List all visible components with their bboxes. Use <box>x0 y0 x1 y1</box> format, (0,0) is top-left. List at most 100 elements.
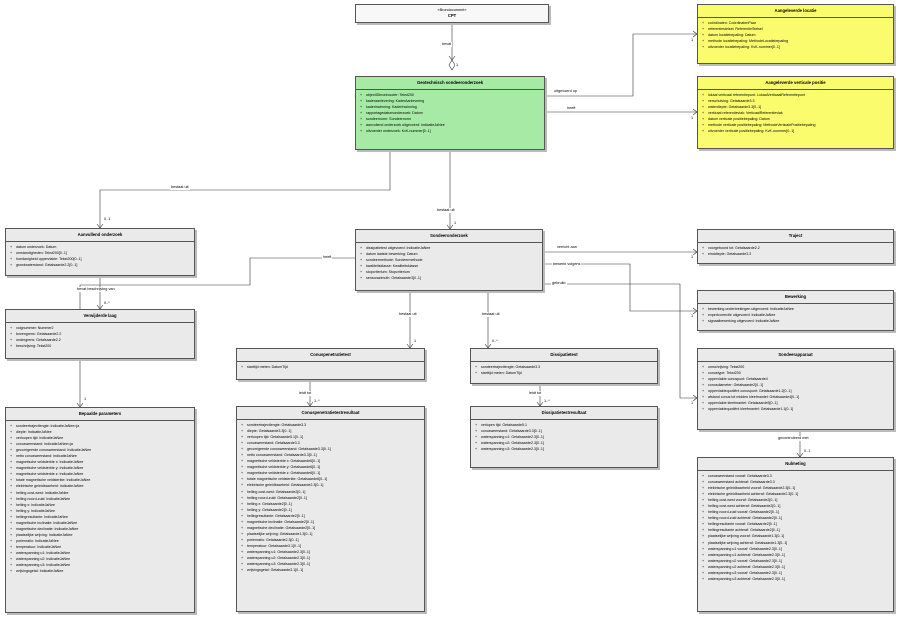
class-traject[interactable]: Traject +voorgeboord tot: Getalsaarde2.2… <box>697 229 894 264</box>
attribute-row: +methode locatiebepaling: MethodeLocatie… <box>702 38 889 44</box>
visibility-marker: + <box>241 477 244 482</box>
visibility-marker: + <box>241 423 244 427</box>
attribute-text: waterspanning u3: Getalsaarde2.3[0..1] <box>481 447 544 452</box>
visibility-marker: + <box>702 123 705 128</box>
attribute-text: elektrische geleidbaarheid: Getalsaarde2… <box>247 483 324 488</box>
class-bewerking[interactable]: Bewerking +bewerking onderbrekingen uitg… <box>697 290 894 331</box>
attribute-text: volgnummer: Nummer2 <box>16 326 54 330</box>
attribute-row: +waterspanning u2 vooraf: Getalsaarde2.3… <box>702 558 889 564</box>
class-conuspenetratietest[interactable]: Conuspenetratietest +starttijd meten: Da… <box>236 348 425 380</box>
visibility-marker: + <box>702 534 705 539</box>
attribute-row: +datum locatiebepaling: Datum <box>702 32 889 38</box>
attribute-text: rapportagedatumonderzoek: Datum <box>366 111 423 116</box>
attribute-list: +datum onderzoek: Datum+omstandigheden: … <box>6 242 194 270</box>
edge-uitgevoerd-op <box>545 33 697 97</box>
attribute-text: totale magnetische veldsterkte: Indicati… <box>16 478 91 483</box>
class-name: Aangeleverde locatie <box>698 5 893 18</box>
assoc-label-leidt-tot-diss: leidt tot <box>528 391 543 396</box>
visibility-marker: + <box>702 528 705 533</box>
class-sondeeronderzoek[interactable]: Sondeeronderzoek +dissipatietest uitgevo… <box>355 229 543 291</box>
attribute-row: +waterspanning u2 achteraf: Getalsaarde2… <box>702 564 889 570</box>
visibility-marker: + <box>360 246 363 250</box>
attribute-text: temperatuur: IndicatieJaNee <box>16 544 62 549</box>
attribute-text: helling oost-west: IndicatieJaNee <box>16 490 69 495</box>
attribute-text: omstandigheden: Tekst200[0..1] <box>16 251 67 256</box>
visibility-marker: + <box>702 377 705 382</box>
attribute-text: magnetische inclinatie: IndicatieJaNee <box>16 520 78 525</box>
attribute-text: gecorrigeerde conusweerstand: Getalsaard… <box>247 447 331 452</box>
visibility-marker: + <box>702 252 705 257</box>
attribute-row: +elektrische geleidbaarheid achteraf: Ge… <box>702 491 889 497</box>
attribute-text: sondeertrajectlengte: Getalsaarde3.3 <box>481 365 541 369</box>
class-geotechnisch-sondeeronderzoek[interactable]: Geotechnisch sondeeronderzoek +objectIDb… <box>355 76 545 150</box>
attribute-text: conusweerstand achteraf: Getalsaarde3.3 <box>708 480 775 485</box>
visibility-marker: + <box>10 514 13 519</box>
visibility-marker: + <box>702 129 705 134</box>
attribute-text: magnetische inclinatie: Getalsaarde2[0..… <box>247 519 314 524</box>
class-name: CPT <box>447 13 457 18</box>
attribute-text: waterspanning u3 achteraf: Getalsaarde2.… <box>708 576 785 581</box>
attribute-list: +starttijd meten: DatumTijd <box>237 362 424 372</box>
attribute-text: helling y: IndicatieJaNee <box>16 508 55 513</box>
class-name: Nulmeting <box>698 458 893 471</box>
attribute-row: +datum verticale positiebepaling: Datum <box>702 116 889 122</box>
attribute-list: +lokaal verticaal referentiepunt: Lokaal… <box>698 90 893 136</box>
visibility-marker: + <box>702 401 705 406</box>
visibility-marker: + <box>241 495 244 500</box>
attribute-text: plaatselijke wrijving achteraf: Getalsaa… <box>708 540 788 545</box>
visibility-marker: + <box>702 307 705 311</box>
class-aangeleverde-verticale-positie[interactable]: Aangeleverde verticale positie +lokaal v… <box>697 76 894 149</box>
assoc-label-bevat: bevat <box>441 42 453 47</box>
visibility-marker: + <box>702 564 705 569</box>
attribute-row: +helling noord-zuid vooraf: Getalsaarde2… <box>702 509 889 515</box>
attribute-row: +porienratio: IndicatieJaNee <box>10 538 190 544</box>
attribute-row: +helling oost-west achteraf: Getalsaarde… <box>702 503 889 509</box>
attribute-text: wrijvingsgetal: Getalsaarde3.1[0..1] <box>247 568 304 573</box>
attribute-row: +hellingresultante vooraf: Getalsaarde2[… <box>702 521 889 527</box>
attribute-text: elektrische geleidbaarheid vooraf: Getal… <box>708 486 796 491</box>
attribute-list: +verlopen tijd: Getalsaarde5.1+conusweer… <box>471 420 657 454</box>
class-sondeerapparaat[interactable]: Sondeerapparaat +omschrijving: Tekst200+… <box>697 348 894 430</box>
attribute-row: +methode verticale positiebepaling: Meth… <box>702 122 889 128</box>
attribute-text: helling x: Getalsaarde2[0..1] <box>247 501 292 506</box>
attribute-text: uitvoerder locatiebepaling: KvK-nummer[0… <box>708 45 780 50</box>
attribute-text: beschrijving: Tekst200 <box>16 344 52 349</box>
attribute-text: helling oost-west: Getalsaarde2[0..1] <box>247 489 306 494</box>
visibility-marker: + <box>241 489 244 494</box>
attribute-row: +wrijvingsgetal: IndicatieJaNee <box>10 568 190 574</box>
class-aangeleverde-locatie[interactable]: Aangeleverde locatie +coördinaten: Coörd… <box>697 4 894 64</box>
attribute-text: waterspanning u1 vooraf: Getalsaarde2.3[… <box>708 546 782 551</box>
visibility-marker: + <box>10 484 13 489</box>
attribute-row: +waterdiepte: Getalsaarde3.3[0..1] <box>702 104 889 110</box>
visibility-marker: + <box>10 563 13 568</box>
attribute-text: voorgeboord tot: Getalsaarde2.2 <box>708 246 760 250</box>
attribute-list: +objectIDbronhouder: Tekst200+kaderaanle… <box>356 90 544 136</box>
attribute-row: +oppervlaktequotiënt conuspunt: Getalsaa… <box>702 388 889 394</box>
class-aanvullend-onderzoek[interactable]: Aanvullend onderzoek +datum onderzoek: D… <box>5 228 195 276</box>
class-dissipatietest[interactable]: Dissipatietest +sondeertrajectlengte: Ge… <box>470 348 658 384</box>
attribute-row: +totale magnetische veldsterkte: Getalsa… <box>241 476 420 482</box>
visibility-marker: + <box>10 478 13 483</box>
attribute-text: einddiepte: Getalsaarde3.3 <box>708 252 752 257</box>
attribute-row: +oppervlakte kleefmantel: Getalsaarde5[0… <box>702 400 889 406</box>
visibility-marker: + <box>10 344 13 349</box>
class-dissipatietestresultaat[interactable]: Dissipatietestresultaat +verlopen tijd: … <box>470 406 658 468</box>
class-brondocument-cpt[interactable]: «Brondocument» CPT <box>355 4 549 23</box>
class-name: Aanvullend onderzoek <box>6 229 194 242</box>
attribute-row: +uitvoerder verticale positiebepaling: K… <box>702 128 889 134</box>
attribute-row: +totale magnetische veldsterkte: Indicat… <box>10 477 190 483</box>
attribute-text: magnetische veldsterkte z: IndicatieJaNe… <box>16 472 84 477</box>
visibility-marker: + <box>241 562 244 567</box>
attribute-row: +porienratio: Getalsaarde2.3[0..1] <box>241 537 420 543</box>
class-verwijderde-laag[interactable]: Verwijderde laag +volgnummer: Nummer2+bo… <box>5 309 195 359</box>
visibility-marker: + <box>702 365 705 369</box>
class-nulmeting[interactable]: Nulmeting +conusweerstand vooraf: Getals… <box>697 457 894 612</box>
visibility-marker: + <box>360 111 363 116</box>
attribute-row: +waterspanning u3 vooraf: Getalsaarde2.3… <box>702 570 889 576</box>
visibility-marker: + <box>702 504 705 509</box>
class-bepaalde-parameters[interactable]: Bepaalde parameters +sondeertrajectlengt… <box>5 407 195 613</box>
attribute-text: signaalbewerking uitgevoerd: IndicatieJa… <box>708 319 780 324</box>
visibility-marker: + <box>10 526 13 531</box>
class-conuspenetratietestresultaat[interactable]: Conuspenetratietestresultaat +sondeertra… <box>236 406 425 612</box>
attribute-row: +waterspanning u1: Getalsaarde2.3[0..1] <box>475 434 653 440</box>
